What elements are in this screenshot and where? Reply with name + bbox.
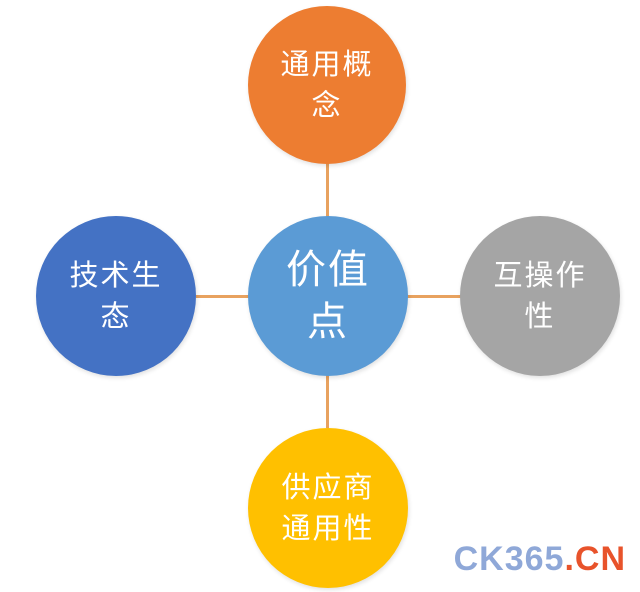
connector-bottom [326, 372, 329, 428]
node-right-line2: 性 [524, 299, 556, 333]
node-left-label: 技术生 态 [69, 255, 162, 337]
watermark-logo: CK365.CN [454, 542, 626, 576]
watermark-part2: .CN [564, 540, 626, 578]
watermark-part1: CK365 [453, 540, 565, 578]
node-top-line2: 念 [311, 88, 343, 122]
node-right-label: 互操作 性 [493, 255, 586, 337]
node-top-label: 通用概 念 [280, 44, 373, 126]
node-left-line2: 态 [100, 299, 132, 333]
node-right-line1: 互操作 [493, 257, 587, 292]
node-top-line1: 通用概 [280, 46, 374, 81]
connector-left [196, 295, 250, 298]
node-right: 互操作 性 [460, 216, 620, 376]
node-center: 价值 点 [248, 216, 408, 376]
connector-right [406, 295, 462, 298]
node-bottom-line2: 通用性 [281, 511, 375, 545]
node-left: 技术生 态 [36, 216, 196, 376]
connector-top [326, 162, 329, 218]
node-bottom-line1: 供应商 [281, 469, 375, 504]
node-center-line1: 价值 [286, 247, 370, 293]
node-center-line2: 点 [307, 299, 349, 345]
node-center-label: 价值 点 [286, 244, 370, 348]
node-left-line1: 技术生 [69, 257, 163, 292]
node-bottom: 供应商 通用性 [248, 428, 408, 588]
node-bottom-label: 供应商 通用性 [281, 467, 374, 549]
node-top: 通用概 念 [248, 6, 406, 164]
